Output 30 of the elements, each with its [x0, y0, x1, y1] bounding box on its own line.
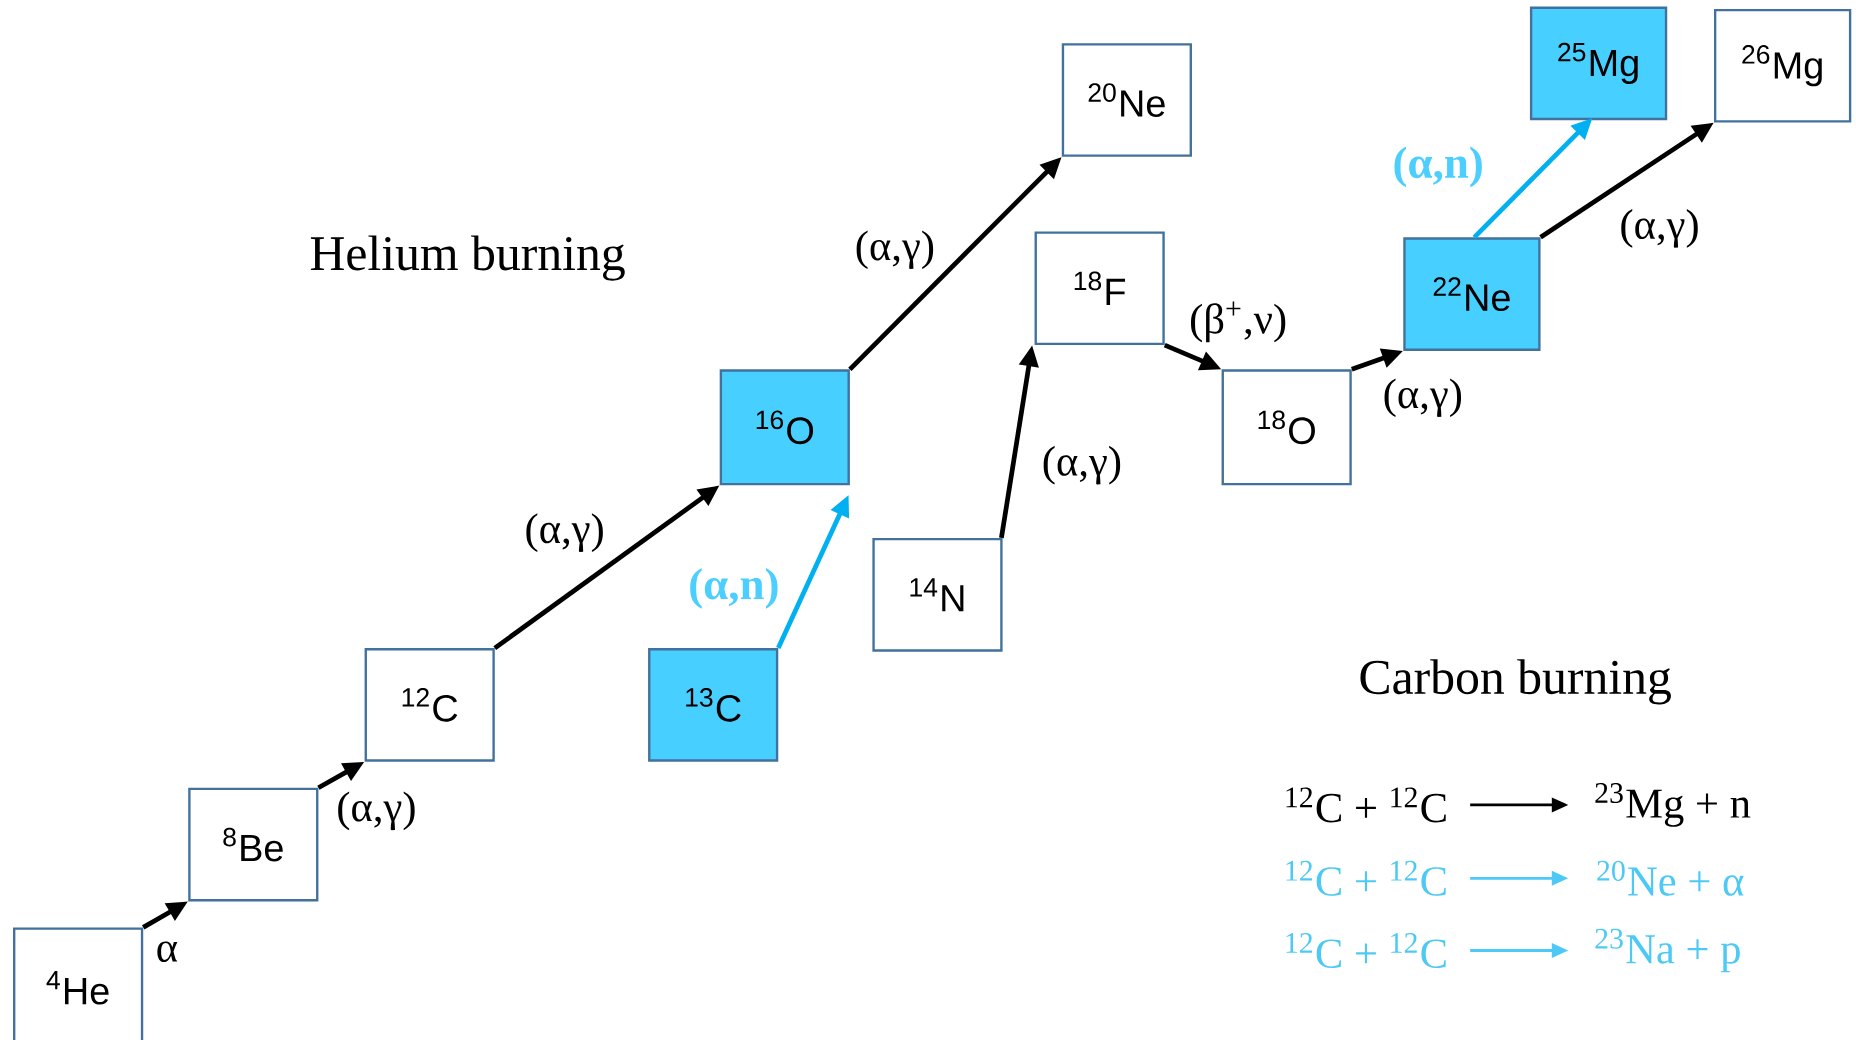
- nuclide-box: $^{8}$Be: [188, 787, 319, 902]
- heading: Helium burning: [310, 235, 625, 281]
- edge-label: (β$^{+}$,ν): [1186, 299, 1290, 345]
- equation-side: $^{12}$C + $^{12}$C: [1286, 787, 1446, 823]
- edge-label: (α,γ): [1039, 443, 1125, 487]
- equation-side: $^{20}$Ne + α: [1597, 860, 1744, 896]
- edge-label: (α,γ): [1380, 375, 1466, 420]
- nuclide-box: $^{18}$F: [1034, 231, 1165, 345]
- heading: Carbon burning: [1360, 659, 1671, 705]
- nuclide-box: $^{13}$C: [648, 647, 779, 762]
- equation-side: $^{12}$C + $^{12}$C: [1286, 860, 1446, 896]
- nuclide-box: $^{18}$O: [1221, 369, 1352, 486]
- nuclide-box: $^{22}$Ne: [1403, 237, 1541, 351]
- edge-label: α: [153, 938, 181, 965]
- edge-label: (α,n): [685, 565, 782, 611]
- edge-label: (α,γ): [522, 510, 608, 555]
- equation-side: $^{23}$Na + p: [1595, 928, 1740, 973]
- edge-label: (α,γ): [1617, 206, 1702, 250]
- equation-side: $^{23}$Mg + n: [1595, 782, 1751, 827]
- nuclide-box: $^{4}$He: [13, 927, 144, 1040]
- nuclide-box: $^{16}$O: [719, 369, 850, 486]
- nuclide-box: $^{12}$C: [364, 647, 495, 762]
- nuclide-box: $^{20}$Ne: [1061, 43, 1192, 157]
- edge-label: (α,γ): [333, 788, 419, 833]
- edge-label: (α,n): [1390, 143, 1487, 190]
- edge-label: (α,γ): [852, 227, 938, 272]
- equation-side: $^{12}$C + $^{12}$C: [1286, 932, 1446, 968]
- nuclide-box: $^{25}$Mg: [1529, 6, 1668, 120]
- nuclide-box: $^{26}$Mg: [1713, 8, 1852, 123]
- nuclide-box: $^{14}$N: [872, 537, 1003, 652]
